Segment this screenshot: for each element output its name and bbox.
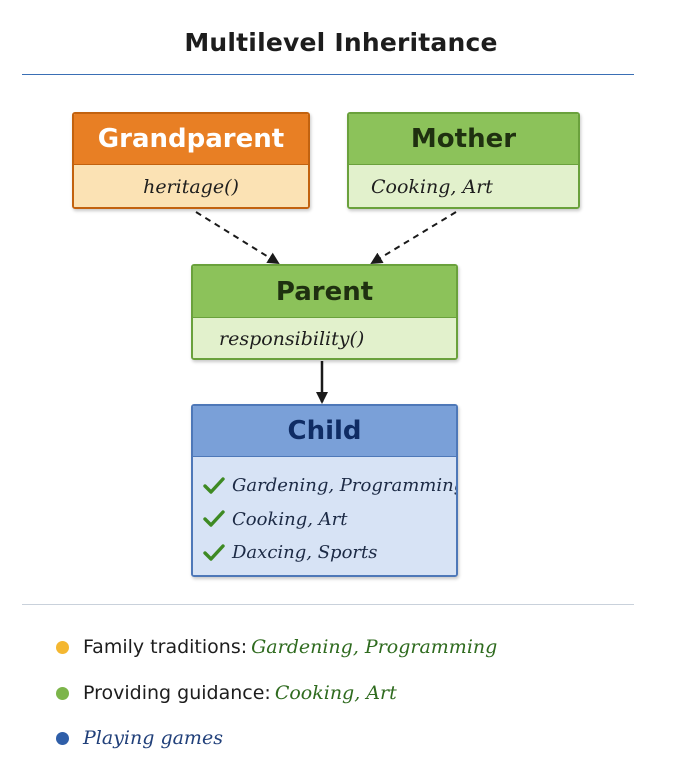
- child-item-text: Gardening, Programming: [232, 475, 458, 497]
- edge-mother-to-parent: [370, 211, 457, 265]
- legend-label: Playing games: [83, 727, 223, 749]
- legend-label: Providing guidance:: [83, 682, 271, 704]
- parent-class-name: Parent: [193, 266, 456, 318]
- legend-label: Family traditions:: [83, 636, 248, 658]
- legend-value: Cooking, Art: [274, 682, 397, 704]
- child-inherited-list: Gardening, Programming Cooking, Art Daxc…: [193, 457, 456, 575]
- legend-item-traditions: Family traditions: Gardening, Programmin…: [56, 636, 497, 658]
- parent-method: responsibility(): [193, 318, 456, 358]
- edge-grandparent-to-parent: [195, 211, 280, 265]
- grandparent-class-box: Grandparent heritage(): [72, 112, 310, 209]
- child-item-text: Daxcing, Sports: [232, 542, 378, 564]
- legend-value: Gardening, Programming: [251, 636, 498, 658]
- child-item: Daxcing, Sports: [203, 536, 456, 570]
- legend-item-games: Playing games: [56, 727, 223, 749]
- child-class-box: Child Gardening, Programming Cooking, Ar…: [191, 404, 458, 577]
- parent-class-box: Parent responsibility(): [191, 264, 458, 360]
- diagram-title: Multilevel Inheritance: [184, 28, 498, 57]
- checkmark-icon: [203, 477, 225, 494]
- child-class-name: Child: [193, 406, 456, 457]
- title-divider: [22, 74, 634, 75]
- legend-divider: [22, 604, 634, 605]
- legend-item-guidance: Providing guidance: Cooking, Art: [56, 682, 397, 704]
- checkmark-icon: [203, 544, 225, 561]
- blue-dot-icon: [56, 731, 69, 745]
- child-item: Cooking, Art: [203, 503, 456, 537]
- mother-attributes: Cooking, Art: [349, 165, 578, 207]
- checkmark-icon: [203, 510, 225, 527]
- child-item-text: Cooking, Art: [232, 508, 348, 530]
- green-dot-icon: [56, 686, 69, 700]
- grandparent-class-name: Grandparent: [74, 114, 308, 165]
- grandparent-method: heritage(): [74, 165, 308, 207]
- mother-class-box: Mother Cooking, Art: [347, 112, 580, 209]
- mother-class-name: Mother: [349, 114, 578, 165]
- child-item: Gardening, Programming: [203, 469, 456, 503]
- yellow-dot-icon: [56, 640, 69, 654]
